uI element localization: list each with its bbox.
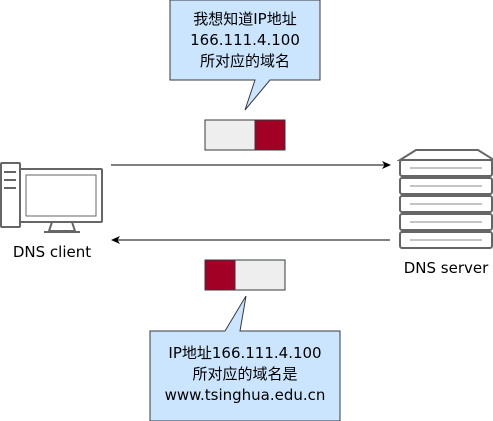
computer-stand <box>47 221 77 232</box>
response-callout-line-1: IP地址166.111.4.100 <box>168 344 321 362</box>
query-callout-line-2: 166.111.4.100 <box>190 31 300 49</box>
query-packet <box>204 119 286 151</box>
computer-screen <box>25 174 97 217</box>
query-packet-body <box>204 119 256 151</box>
query-packet-payload <box>254 119 286 151</box>
response-callout-line-3: www.tsinghua.edu.cn <box>165 386 326 404</box>
query-callout-line-3: 所对应的域名 <box>200 52 290 70</box>
response-packet <box>204 259 286 291</box>
server-rack-icon <box>396 149 493 249</box>
dns-client-label: DNS client <box>13 243 91 261</box>
desktop-computer-icon <box>0 162 103 233</box>
dns-server-label: DNS server <box>404 259 489 277</box>
response-callout-line-2: 所对应的域名是 <box>192 365 297 383</box>
query-callout-bubble <box>169 0 321 111</box>
response-callout-bubble <box>149 295 341 421</box>
response-callout: IP地址166.111.4.100 所对应的域名是 www.tsinghua.e… <box>149 295 341 421</box>
server-rack-top <box>396 149 493 161</box>
response-packet-body <box>234 259 286 291</box>
response-packet-payload <box>204 259 236 291</box>
query-callout: 我想知道IP地址 166.111.4.100 所对应的域名 <box>169 0 321 111</box>
query-callout-line-1: 我想知道IP地址 <box>193 10 296 28</box>
